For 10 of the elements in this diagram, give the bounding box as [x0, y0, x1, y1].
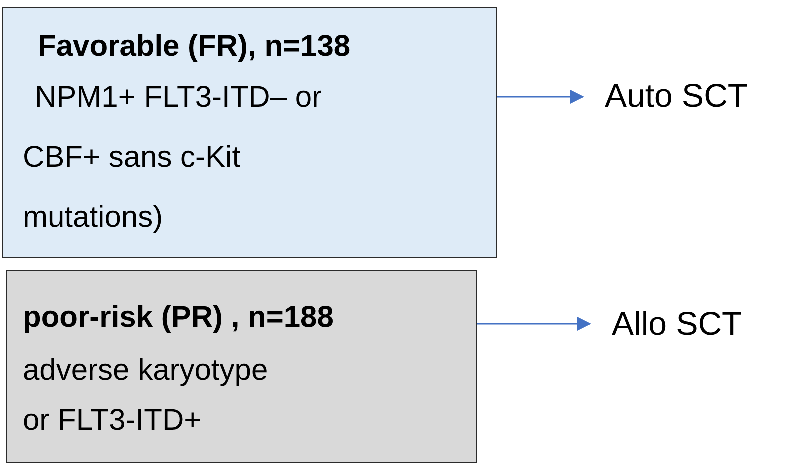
treatment-label: Auto SCT — [583, 77, 748, 115]
category-heading: poor-risk (PR) , n=188 — [23, 300, 335, 336]
arrow — [477, 317, 592, 331]
category-box — [2, 7, 497, 258]
treatment-label: Allo SCT — [590, 305, 742, 343]
arrow — [497, 90, 584, 104]
category-criteria: adverse karyotype or FLT3-ITD+ — [23, 353, 270, 439]
category-box — [6, 270, 477, 463]
category-criteria: NPM1+ FLT3-ITD– or CBF+ sans c-Kit mutations) — [23, 80, 324, 236]
category-heading: Favorable (FR), n=138 — [38, 29, 352, 65]
